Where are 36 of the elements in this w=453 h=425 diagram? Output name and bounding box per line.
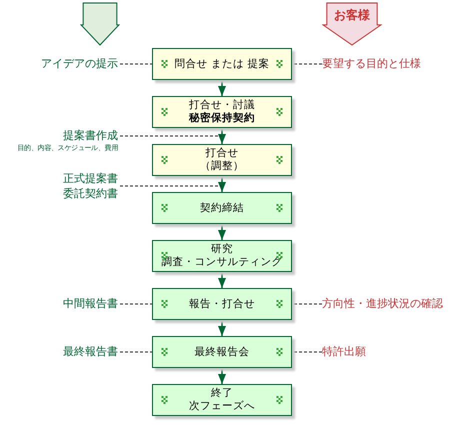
process-box <box>152 48 292 80</box>
annotation-text: 特許出願 <box>322 345 366 359</box>
step-label: 報告・打合せ <box>189 298 255 310</box>
arrow <box>218 224 226 240</box>
arrow <box>218 320 226 336</box>
process-box <box>152 192 292 224</box>
step-label: 打合せ <box>206 147 238 160</box>
process-box <box>152 144 292 176</box>
process-box <box>152 384 292 416</box>
arrow <box>218 176 226 192</box>
arrow <box>218 128 226 144</box>
step-label: （調整） <box>200 160 244 173</box>
process-box <box>152 96 292 128</box>
annotation-text: 委託契約書 <box>63 186 118 201</box>
step-label: 打合せ・討議 <box>189 99 255 112</box>
step-label: 秘密保持契約 <box>189 112 255 125</box>
step-label: 契約締結 <box>200 202 244 214</box>
annotation-text: アイデアの提示 <box>41 57 118 71</box>
process-box <box>152 240 292 272</box>
annotation-text: 最終報告書 <box>63 345 118 359</box>
header-label: お客様 <box>333 7 371 24</box>
process-box <box>152 336 292 368</box>
annotation-text: 中間報告書 <box>63 297 118 311</box>
step-label: 次フェーズへ <box>189 400 255 413</box>
step-label: 最終報告会 <box>194 346 250 358</box>
annotation-text: 要望する目的と仕様 <box>322 57 421 71</box>
arrow <box>218 272 226 288</box>
annotation-text: 方向性・進捗状況の確認 <box>322 297 443 311</box>
arrow <box>218 80 226 96</box>
annotation-text: 提案書作成 <box>63 129 118 143</box>
process-box <box>152 288 292 320</box>
arrow <box>218 368 226 384</box>
annotation-text: 正式提案書 <box>63 171 118 186</box>
step-label: 問合せ または 提案 <box>174 58 270 70</box>
step-label: 終了 <box>211 387 233 400</box>
step-label: 研究 <box>211 243 233 256</box>
